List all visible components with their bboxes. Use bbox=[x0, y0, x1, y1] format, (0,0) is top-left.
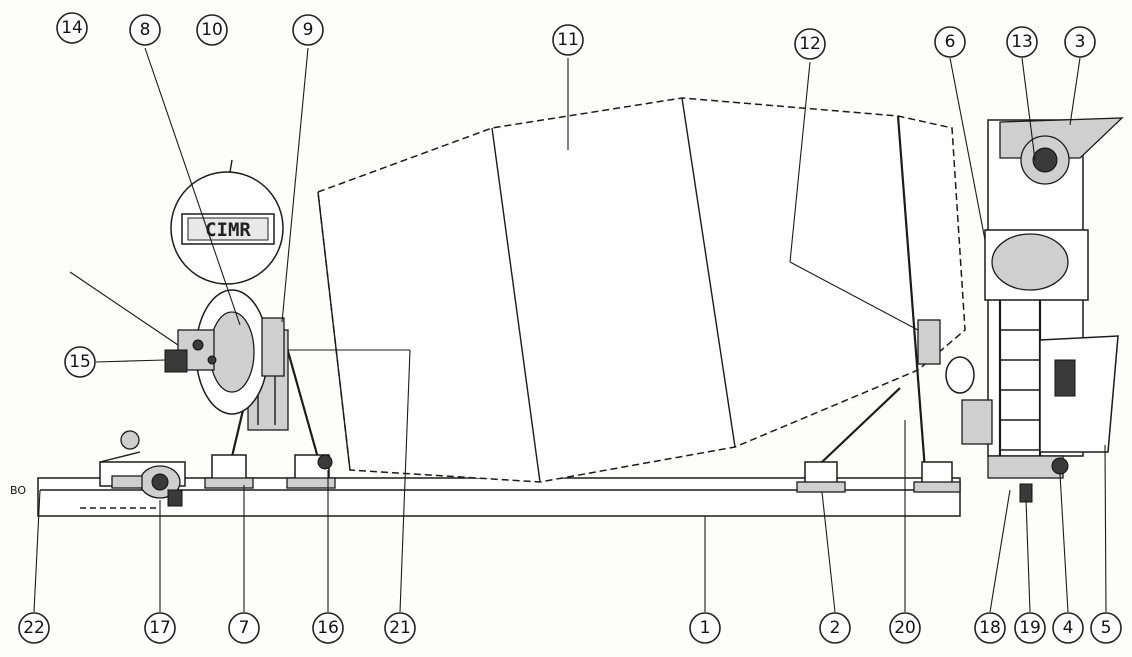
callout-number: 20 bbox=[894, 618, 916, 638]
callout-16: 16 bbox=[312, 612, 344, 644]
frame-end-tag: BO bbox=[10, 484, 26, 497]
callout-4: 4 bbox=[1052, 612, 1084, 644]
callout-number: 15 bbox=[69, 352, 91, 372]
callout-12: 12 bbox=[794, 28, 826, 60]
leader-lines bbox=[33, 47, 1107, 613]
pressure-gauge: CIMR bbox=[69, 159, 284, 346]
callout-20: 20 bbox=[889, 612, 921, 644]
callout-10: 10 bbox=[196, 14, 228, 46]
callout-number: 9 bbox=[303, 20, 314, 40]
callout-number: 12 bbox=[799, 34, 821, 54]
callout-number: 2 bbox=[830, 618, 841, 638]
callout-number: 13 bbox=[1011, 32, 1033, 52]
callout-9: 9 bbox=[292, 14, 324, 46]
callout-number: 3 bbox=[1075, 32, 1086, 52]
callout-8: 8 bbox=[129, 14, 161, 46]
callout-number: 16 bbox=[317, 618, 339, 638]
callout-14: 14 bbox=[56, 12, 88, 44]
callout-2: 2 bbox=[819, 612, 851, 644]
callout-7: 7 bbox=[228, 612, 260, 644]
callout-number: 11 bbox=[557, 30, 579, 50]
callout-1: 1 bbox=[689, 612, 721, 644]
callout-11: 11 bbox=[552, 24, 584, 56]
callout-number: 6 bbox=[945, 32, 956, 52]
callout-5: 5 bbox=[1090, 612, 1122, 644]
callout-number: 1 bbox=[700, 618, 711, 638]
front-rollers bbox=[796, 387, 961, 493]
callout-18: 18 bbox=[974, 612, 1006, 644]
callout-22: 22 bbox=[18, 612, 50, 644]
mixing-drum bbox=[317, 97, 966, 483]
callout-21: 21 bbox=[384, 612, 416, 644]
callout-3: 3 bbox=[1064, 26, 1096, 58]
callout-number: 8 bbox=[140, 20, 151, 40]
callout-15: 15 bbox=[64, 346, 96, 378]
callout-17: 17 bbox=[144, 612, 176, 644]
callout-number: 21 bbox=[389, 618, 411, 638]
callout-number: 10 bbox=[201, 20, 223, 40]
callout-number: 5 bbox=[1101, 618, 1112, 638]
callout-number: 7 bbox=[239, 618, 250, 638]
callout-number: 18 bbox=[979, 618, 1001, 638]
callout-number: 17 bbox=[149, 618, 171, 638]
gauge-readout: CIMR bbox=[205, 219, 251, 241]
callout-number: 22 bbox=[23, 618, 45, 638]
callout-number: 4 bbox=[1063, 618, 1074, 638]
callout-6: 6 bbox=[934, 26, 966, 58]
pump-unit bbox=[99, 430, 186, 507]
callout-number: 14 bbox=[61, 18, 83, 38]
callout-13: 13 bbox=[1006, 26, 1038, 58]
callout-19: 19 bbox=[1014, 612, 1046, 644]
callout-number: 19 bbox=[1019, 618, 1041, 638]
gearbox-unit bbox=[164, 289, 285, 415]
